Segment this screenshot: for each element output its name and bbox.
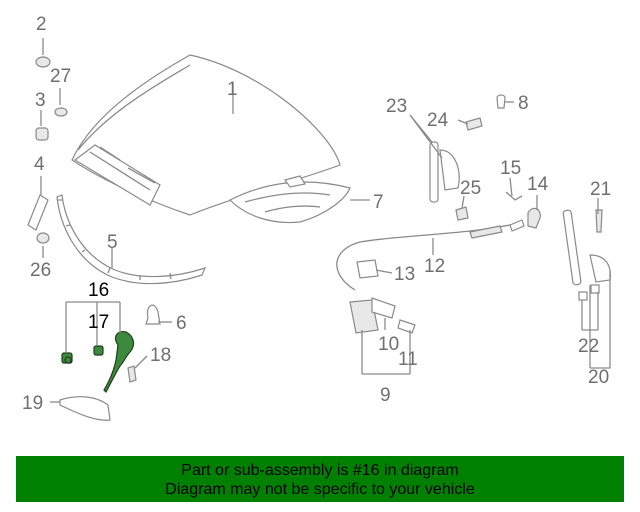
bolt-18 xyxy=(127,365,137,383)
callout-3: 3 xyxy=(35,90,46,111)
info-banner: Part or sub-assembly is #16 in diagram D… xyxy=(16,456,624,502)
hood-panel xyxy=(71,54,341,216)
callout-numbers: 2 27 3 4 26 1 7 5 16 17 6 18 19 23 24 8 … xyxy=(22,14,611,414)
hood-latch-9 xyxy=(349,297,416,334)
callout-25: 25 xyxy=(460,178,481,199)
callout-20: 20 xyxy=(588,367,609,388)
callout-5: 5 xyxy=(107,232,118,253)
callout-16: 16 xyxy=(88,280,109,301)
plug-26 xyxy=(36,232,50,244)
bumper-3 xyxy=(35,127,49,141)
callout-27: 27 xyxy=(50,66,71,87)
hood-components-diagram: 2 27 3 4 26 1 7 5 16 17 6 18 19 23 24 8 … xyxy=(22,14,611,421)
callout-8: 8 xyxy=(518,93,529,114)
hood-latch-16 xyxy=(61,331,135,393)
callout-17: 17 xyxy=(88,312,109,333)
clip-15 xyxy=(505,191,523,201)
callout-11: 11 xyxy=(398,349,418,370)
hood-hinge-19 xyxy=(59,396,111,421)
callout-2: 2 xyxy=(36,14,47,35)
clip-6 xyxy=(145,304,161,325)
hood-strut-23 xyxy=(429,94,506,221)
callout-9: 9 xyxy=(380,385,391,406)
banner-line-2: Diagram may not be specific to your vehi… xyxy=(165,481,475,498)
callout-24: 24 xyxy=(427,110,449,131)
callout-21: 21 xyxy=(590,179,611,200)
callout-15: 15 xyxy=(500,158,521,179)
clip-27 xyxy=(54,107,68,117)
hood-seal-strip xyxy=(56,194,207,285)
callout-4: 4 xyxy=(34,154,45,175)
leader-lines xyxy=(40,38,611,403)
hood-insulator-pad xyxy=(228,175,351,224)
banner-line-1: Part or sub-assembly is #16 in diagram xyxy=(181,462,459,479)
callout-10: 10 xyxy=(378,334,399,355)
callout-26: 26 xyxy=(30,260,51,281)
callout-18: 18 xyxy=(150,345,171,366)
callout-7: 7 xyxy=(373,192,384,213)
callout-6: 6 xyxy=(176,313,187,334)
callout-23: 23 xyxy=(386,96,407,117)
release-handle-13 xyxy=(356,259,379,279)
callout-22: 22 xyxy=(578,336,599,357)
callout-13: 13 xyxy=(394,264,415,285)
bumper-2 xyxy=(35,56,51,68)
release-cable-12 xyxy=(336,219,525,291)
bracket-14 xyxy=(527,207,541,229)
hood-strut-20 xyxy=(562,209,611,301)
callout-19: 19 xyxy=(22,393,43,414)
callout-12: 12 xyxy=(424,256,445,277)
hinge-cover-4 xyxy=(27,194,49,231)
callout-1: 1 xyxy=(227,79,238,100)
callout-14: 14 xyxy=(527,174,549,195)
